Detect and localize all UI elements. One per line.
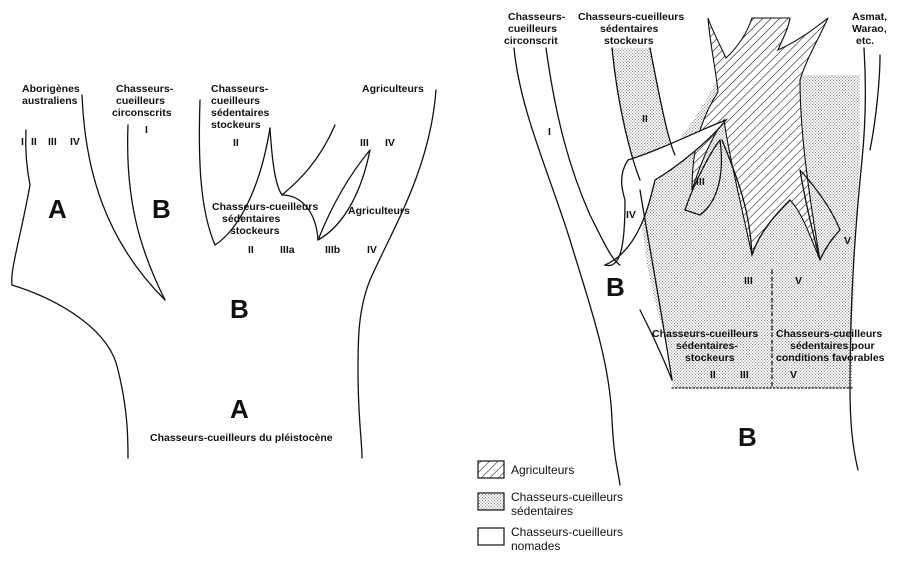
label-sed-3: sédentaires (211, 107, 270, 119)
r-roman-ii-low: II (710, 369, 716, 381)
left-trunk-right-edge (357, 89, 437, 459)
letter-a-left: A (48, 194, 67, 224)
r-label-fav-2: sédentaires pour (790, 340, 875, 352)
r-label-circ-2: cueilleurs (508, 23, 557, 35)
branch-mid-left (269, 124, 336, 196)
roman-mid-ii: II (248, 244, 254, 256)
label-pleistocene: Chasseurs-cueilleurs du pléistocène (150, 432, 333, 444)
branch-aborigenes-right (81, 94, 166, 301)
right-asmat-right (869, 54, 881, 151)
r-label-fav-3: conditions favorables (776, 352, 885, 364)
label-circ-2: cueilleurs (116, 95, 165, 107)
right-outer-right (849, 47, 866, 471)
label-circ-1: Chasseurs- (116, 83, 174, 95)
legend-swatch-nomades (477, 527, 505, 546)
label-aborigenes-1: Aborigènes (22, 83, 80, 95)
r-roman-v-base: V (795, 275, 802, 287)
right-panel (513, 17, 881, 486)
roman-mid-iiia: IIIa (280, 244, 295, 256)
right-inner-lens (721, 139, 791, 256)
roman-abo-i: I (21, 136, 24, 148)
label-aborigenes-2: australiens (22, 95, 78, 107)
label-agri-mid: Agriculteurs (348, 205, 410, 217)
roman-mid-iiib: IIIb (325, 244, 340, 256)
r-label-asmat-1: Asmat, (852, 11, 887, 23)
letter-b-center: B (230, 294, 249, 324)
legend-label-nomades-2: nomades (511, 539, 560, 553)
left-panel (11, 89, 437, 459)
label-circ-3: circonscrits (112, 107, 172, 119)
label-sed-4: stockeurs (211, 119, 261, 131)
r-label-asmat-3: etc. (856, 35, 874, 47)
branch-mid-lens (317, 149, 371, 241)
legend-swatch-agriculteurs (477, 460, 505, 479)
roman-circ-i: I (145, 124, 148, 136)
right-iv-lower (639, 189, 673, 381)
branch-circonscrits-right (126, 124, 166, 301)
roman-abo-iv: IV (70, 136, 80, 148)
right-b-lower (639, 309, 673, 381)
roman-mid-iv: IV (367, 244, 377, 256)
nomad-branch-iv (603, 118, 729, 267)
r-roman-ii: II (642, 113, 648, 125)
r-roman-iii-low: III (740, 369, 749, 381)
roman-agri-iv: IV (385, 137, 395, 149)
right-lens-v (799, 169, 841, 261)
r-letter-b-bottom: B (738, 422, 757, 452)
legend-label-agriculteurs: Agriculteurs (511, 463, 574, 477)
r-roman-v-branch: V (844, 235, 851, 247)
right-branch-iii-lens (684, 139, 723, 216)
label-mid-3: stockeurs (230, 225, 280, 237)
r-label-sed-3: stockeurs (604, 35, 654, 47)
r-roman-iv: IV (626, 209, 636, 221)
roman-sed-ii: II (233, 137, 239, 149)
right-outer-left (513, 47, 621, 486)
letter-a-bottom: A (230, 394, 249, 424)
roman-abo-ii: II (31, 136, 37, 148)
r-label-stock-2: sédentaires- (676, 340, 738, 352)
branch-sed-right-edge (214, 127, 271, 246)
legend-label-sedentaires-2: sédentaires (511, 504, 573, 518)
r-roman-i: I (548, 126, 551, 138)
r-label-sed-1: Chasseurs-cueilleurs (578, 11, 684, 23)
r-label-asmat-2: Warao, (852, 23, 887, 35)
left-text: Aborigènes australiens Chasseurs- cueill… (21, 83, 424, 444)
label-mid-1: Chasseurs-cueilleurs (212, 201, 318, 213)
roman-agri-iii: III (360, 137, 369, 149)
r-label-stock-3: stockeurs (685, 352, 735, 364)
legend-label-nomades-1: Chasseurs-cueilleurs (511, 525, 623, 539)
letter-b-left: B (152, 194, 171, 224)
label-sed-2: cueilleurs (211, 95, 260, 107)
left-outer-left-branch (25, 129, 31, 186)
label-sed-1: Chasseurs- (211, 83, 269, 95)
right-branch-ii-left (611, 47, 641, 181)
branch-mid-lower (281, 194, 319, 241)
left-trunk-left-edge (11, 184, 129, 459)
legend-swatch-sedentaires (477, 492, 505, 511)
r-roman-iii-branch: III (696, 176, 705, 188)
r-label-circ-3: circonscrit (504, 35, 558, 47)
right-branch-ii-right (649, 47, 676, 156)
r-label-sed-2: sédentaires (600, 23, 659, 35)
r-roman-v-low: V (790, 369, 797, 381)
label-agri-top: Agriculteurs (362, 83, 424, 95)
r-label-circ-1: Chasseurs- (508, 11, 566, 23)
roman-abo-iii: III (48, 136, 57, 148)
legend: Agriculteurs Chasseurs-cueilleurs sédent… (477, 460, 623, 553)
r-roman-iii-base: III (744, 275, 753, 287)
r-letter-b-mid: B (606, 272, 625, 302)
r-label-stock-1: Chasseurs-cueilleurs (652, 328, 758, 340)
right-branch-i-right (545, 47, 621, 266)
label-mid-2: sédentaires (222, 213, 281, 225)
right-text: Chasseurs- cueilleurs circonscrit Chasse… (504, 11, 887, 452)
legend-label-sedentaires-1: Chasseurs-cueilleurs (511, 490, 623, 504)
r-label-fav-1: Chasseurs-cueilleurs (776, 328, 882, 340)
branch-sed-left-edge (198, 99, 216, 246)
